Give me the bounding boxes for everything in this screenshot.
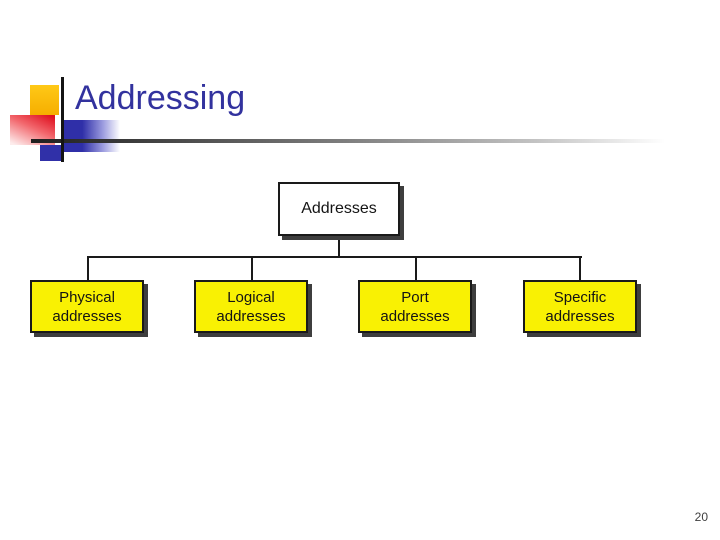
deco-blue-rect xyxy=(62,120,120,152)
connector-stub xyxy=(415,256,417,280)
diagram-node-port-addresses: Port addresses xyxy=(358,280,472,333)
slide-title: Addressing xyxy=(75,79,246,117)
connector-stub xyxy=(251,256,253,280)
deco-blue-small-square xyxy=(40,145,61,161)
connector-trunk xyxy=(338,235,340,257)
connector-stub xyxy=(579,256,581,280)
connector-horizontal xyxy=(87,256,582,258)
diagram-node-label: Specific addresses xyxy=(545,288,615,325)
title-rule-line xyxy=(31,139,665,143)
connector-stub xyxy=(87,256,89,280)
diagram-node-physical-addresses: Physical addresses xyxy=(30,280,144,333)
diagram-node-label: Port addresses xyxy=(380,288,450,325)
page-number: 20 xyxy=(694,510,708,524)
diagram-node-label: Physical addresses xyxy=(52,288,122,325)
title-vertical-line xyxy=(61,77,64,162)
deco-yellow-square xyxy=(30,85,59,115)
diagram-node-addresses: Addresses xyxy=(278,182,400,236)
diagram-node-label: Logical addresses xyxy=(216,288,286,325)
diagram-node-logical-addresses: Logical addresses xyxy=(194,280,308,333)
diagram-node-label: Addresses xyxy=(301,200,377,217)
diagram-node-specific-addresses: Specific addresses xyxy=(523,280,637,333)
